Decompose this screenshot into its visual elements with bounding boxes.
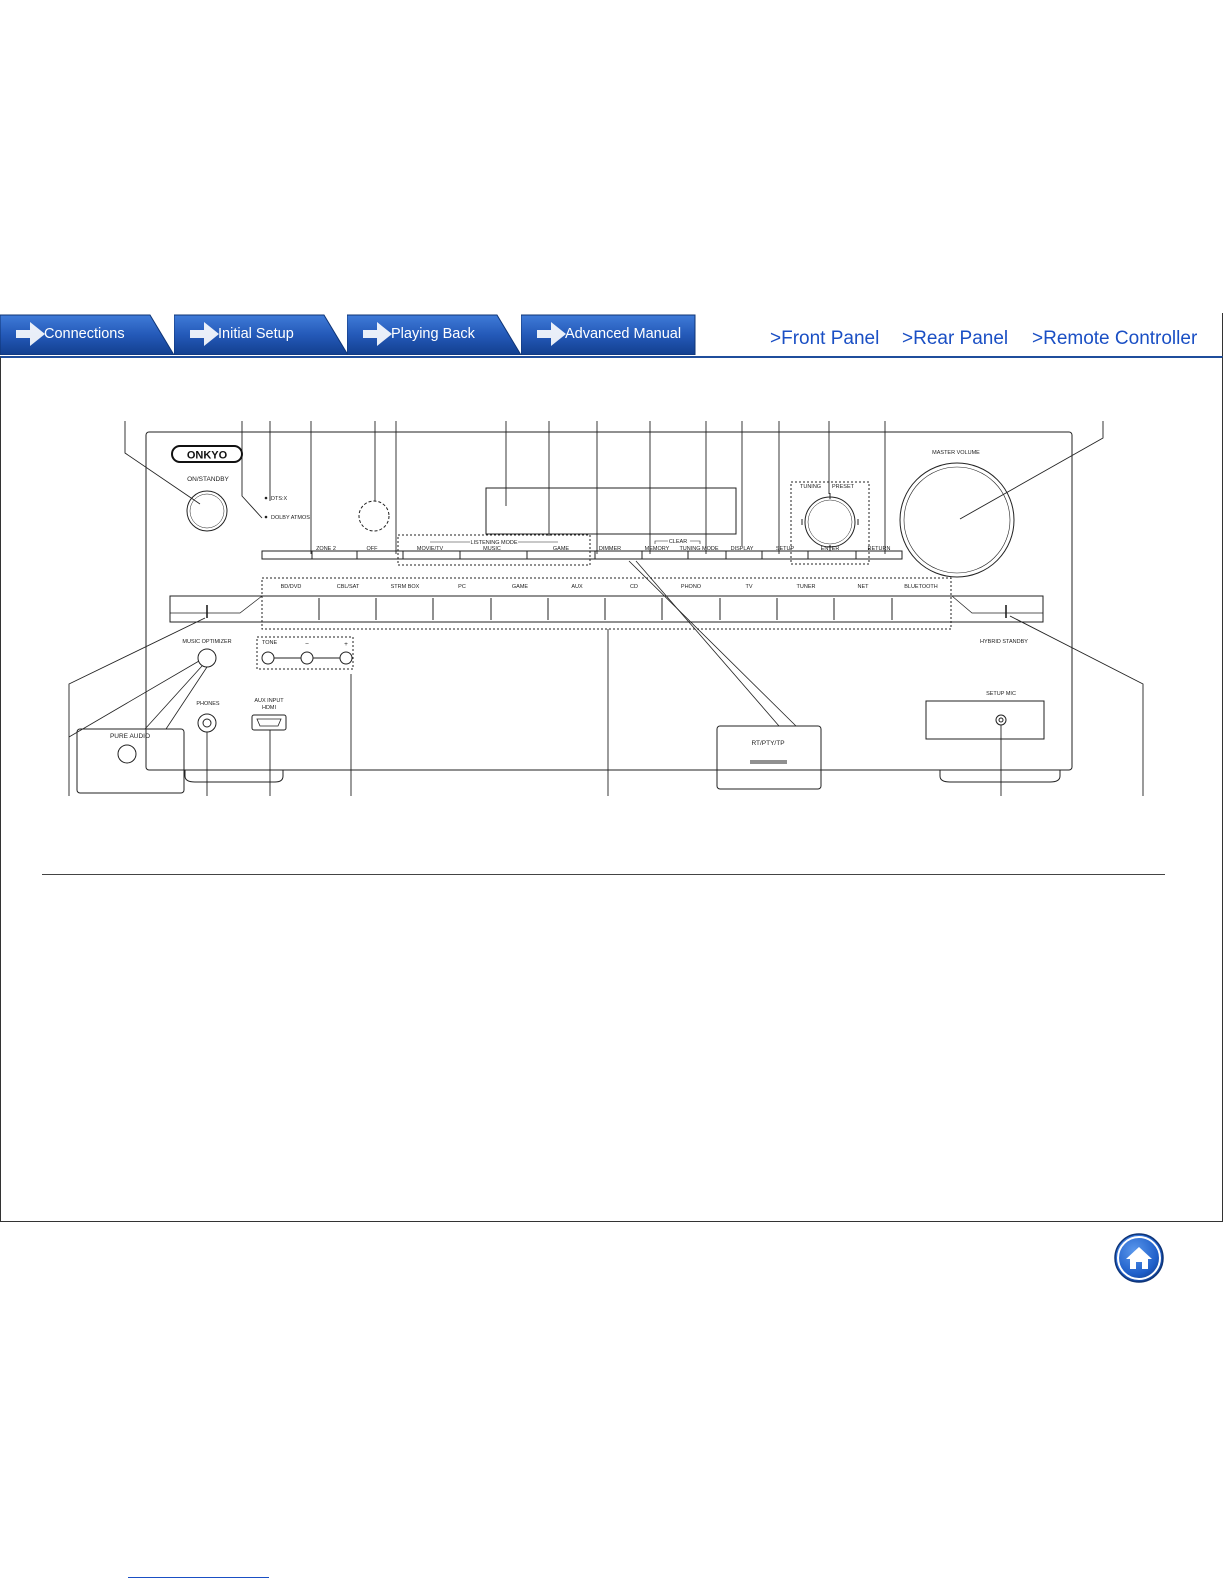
section-links: >Front Panel >Rear Panel >Remote Control… bbox=[770, 328, 1215, 352]
remote-controller-link[interactable]: >Remote Controller bbox=[1032, 328, 1198, 349]
movie-tv-label: MOVIE/TV bbox=[417, 546, 444, 552]
dolby-atmos-label: DOLBY ATMOS bbox=[271, 515, 310, 521]
memory-label: MEMORY bbox=[645, 546, 670, 552]
arrow-right-icon bbox=[537, 322, 566, 346]
display-window bbox=[485, 487, 737, 535]
right-foot bbox=[939, 770, 1061, 783]
section-divider bbox=[42, 874, 1165, 875]
tab-advanced-manual[interactable]: Advanced Manual bbox=[521, 313, 697, 355]
tuning-mode-label: TUNING MODE bbox=[679, 546, 718, 552]
home-button[interactable] bbox=[1113, 1232, 1165, 1284]
tab-background bbox=[347, 314, 522, 355]
input-label: NET bbox=[858, 584, 870, 590]
frame-edge bbox=[1222, 313, 1223, 358]
enter-label: ENTER bbox=[821, 546, 840, 552]
setup-label: SETUP bbox=[776, 546, 795, 552]
tab-label: Connections bbox=[44, 326, 125, 342]
dimmer-label: DIMMER bbox=[599, 546, 621, 552]
home-icon bbox=[1114, 1233, 1164, 1283]
preset-label: PRESET bbox=[832, 484, 855, 490]
enter-dial bbox=[804, 496, 856, 548]
pure-audio-callout bbox=[76, 728, 185, 794]
clear-label: CLEAR bbox=[669, 539, 687, 545]
zone2-label: ZONE 2 bbox=[316, 546, 336, 552]
display-label: DISPLAY bbox=[731, 546, 754, 552]
tab-label: Advanced Manual bbox=[565, 326, 682, 342]
input-label: PC bbox=[458, 584, 466, 590]
callout-lines-bottom bbox=[68, 615, 1144, 796]
content-frame bbox=[0, 356, 1223, 1222]
pure-audio-label: PURE AUDIO bbox=[110, 733, 150, 740]
tone-plus-label: + bbox=[344, 641, 348, 648]
top-button-dividers bbox=[311, 551, 857, 559]
master-volume-knob bbox=[899, 462, 1015, 578]
hybrid-standby-label: HYBRID STANDBY bbox=[980, 639, 1028, 645]
tab-initial-setup[interactable]: Initial Setup bbox=[174, 313, 350, 355]
setup-mic-box bbox=[925, 700, 1045, 740]
input-label: AUX bbox=[571, 584, 583, 590]
music-optimizer-label: MUSIC OPTIMIZER bbox=[182, 639, 231, 645]
tone-group bbox=[256, 636, 354, 670]
rear-panel-link[interactable]: >Rear Panel bbox=[902, 328, 1009, 349]
tab-playing-back[interactable]: Playing Back bbox=[347, 313, 523, 355]
callout-lines-top bbox=[124, 421, 1104, 554]
music-label: MUSIC bbox=[483, 546, 501, 552]
dtsx-label: DTS:X bbox=[271, 496, 288, 502]
phones-jack bbox=[197, 713, 217, 733]
arrow-right-icon bbox=[363, 322, 392, 346]
input-label: BD/DVD bbox=[281, 584, 302, 590]
input-label: PHONO bbox=[681, 584, 702, 590]
tab-label: Playing Back bbox=[391, 326, 475, 342]
tab-background bbox=[521, 314, 696, 355]
master-volume-label: MASTER VOLUME bbox=[932, 450, 980, 456]
arrow-right-icon bbox=[190, 322, 219, 346]
input-labels: BD/DVD CBL/SAT STRM BOX PC GAME AUX CD P… bbox=[281, 584, 938, 590]
front-panel-diagram: ONKYO ON/STANDBY DTS:X DOLBY ATMOS ZONE … bbox=[68, 421, 1144, 796]
input-label: CD bbox=[630, 584, 638, 590]
input-label: TV bbox=[745, 584, 752, 590]
tab-background bbox=[174, 314, 349, 355]
tuning-label: TUNING bbox=[800, 484, 821, 490]
tab-background bbox=[0, 314, 175, 355]
aux-hdmi-port bbox=[251, 714, 287, 731]
chassis-outline bbox=[145, 431, 1073, 771]
listening-mode-group bbox=[397, 534, 591, 566]
svg-text:ONKYO: ONKYO bbox=[187, 450, 228, 462]
arrow-right-icon bbox=[16, 322, 45, 346]
input-label: STRM BOX bbox=[391, 584, 420, 590]
rt-pty-tp-callout bbox=[716, 725, 822, 790]
on-standby-label: ON/STANDBY bbox=[187, 476, 229, 483]
aux-input-label: AUX INPUT bbox=[254, 698, 284, 704]
input-selector-bar bbox=[169, 595, 1044, 623]
input-label: GAME bbox=[512, 584, 529, 590]
remote-sensor bbox=[358, 500, 390, 532]
nav-tabbar: Connections Initial Setup Playing Back A… bbox=[0, 313, 1225, 357]
off-label: OFF bbox=[367, 546, 379, 552]
input-buttons-group bbox=[261, 577, 952, 630]
aux-input-hdmi-label: HDMI bbox=[262, 705, 277, 711]
input-button-dividers bbox=[318, 598, 893, 620]
input-label: BLUETOOTH bbox=[904, 584, 938, 590]
onkyo-logo: ONKYO bbox=[171, 445, 243, 463]
listening-mode-label: LISTENING MODE bbox=[470, 540, 517, 546]
input-label: CBL/SAT bbox=[337, 584, 360, 590]
rt-pty-tp-label: RT/PTY/TP bbox=[751, 740, 784, 747]
input-label: TUNER bbox=[797, 584, 816, 590]
tone-label: TONE bbox=[262, 640, 278, 646]
tone-minus-label: − bbox=[305, 641, 309, 648]
game-mode-label: GAME bbox=[553, 546, 570, 552]
on-standby-button bbox=[186, 490, 228, 532]
front-panel-link[interactable]: >Front Panel bbox=[770, 328, 880, 349]
phones-label: PHONES bbox=[196, 701, 220, 707]
tab-label: Initial Setup bbox=[218, 326, 294, 342]
tab-connections[interactable]: Connections bbox=[0, 313, 176, 355]
music-optimizer-button bbox=[197, 648, 217, 668]
top-button-strip bbox=[261, 550, 903, 560]
setup-mic-label: SETUP MIC bbox=[986, 691, 1016, 697]
return-label: RETURN bbox=[868, 546, 891, 552]
left-foot bbox=[184, 770, 284, 783]
footer-underline bbox=[128, 1577, 269, 1578]
